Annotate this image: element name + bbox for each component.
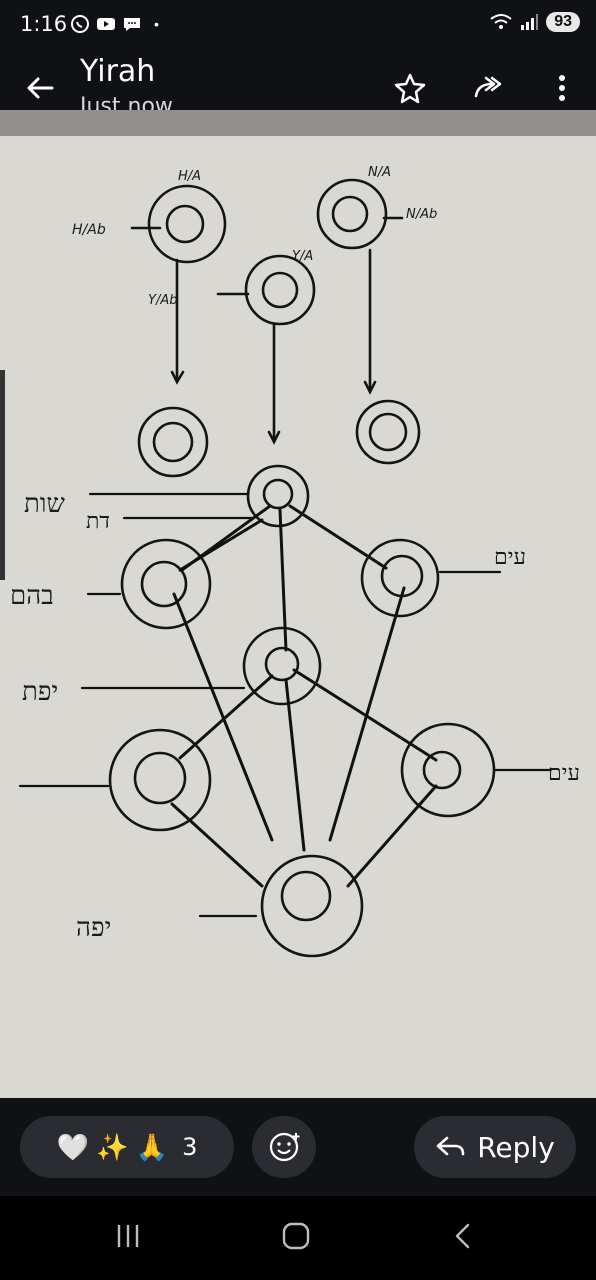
status-photo: H/Ab H/A N/A N/Ab Y/A Y/Ab שות דת בהם יפ… <box>0 110 596 1098</box>
status-time: 1:16 <box>20 12 68 36</box>
forward-icon[interactable] <box>470 70 506 106</box>
message-icon <box>124 18 140 31</box>
label-right-1: עים <box>494 545 526 570</box>
label-left-5: יפה <box>76 913 111 943</box>
more-options-icon[interactable] <box>544 70 580 106</box>
add-reaction-button[interactable] <box>252 1116 316 1178</box>
label-h-a: H/A <box>178 169 201 184</box>
reaction-count: 3 <box>182 1133 198 1161</box>
reaction-emojis: 🤍 ✨ 🙏 <box>56 1131 169 1162</box>
label-left-4: יפת <box>22 677 58 707</box>
notification-icons: • <box>70 14 159 34</box>
label-n-ab: N/Ab <box>406 207 437 222</box>
status-bar: 1:16 • 93 <box>0 0 596 50</box>
star-icon[interactable] <box>392 70 428 106</box>
more-notifications-dot: • <box>154 16 159 32</box>
whatsapp-icon <box>71 15 89 33</box>
wifi-icon <box>490 14 512 29</box>
reactions-pill[interactable]: 🤍 ✨ 🙏 3 <box>20 1116 234 1178</box>
back-arrow-icon[interactable] <box>22 70 58 106</box>
label-y-ab: Y/Ab <box>148 293 177 308</box>
battery-indicator: 93 <box>546 12 580 32</box>
reply-label: Reply <box>477 1130 555 1164</box>
label-left-2: דת <box>86 509 110 534</box>
status-right: 93 <box>490 12 580 32</box>
home-icon[interactable] <box>280 1220 312 1252</box>
add-emoji-icon <box>269 1132 300 1162</box>
reply-button[interactable]: Reply <box>414 1116 576 1178</box>
label-right-2: עים <box>548 761 580 786</box>
reaction-bar: 🤍 ✨ 🙏 3 Reply <box>0 1098 596 1178</box>
recent-apps-icon[interactable] <box>112 1220 144 1252</box>
signal-icon <box>521 14 539 30</box>
hand-drawn-tree-diagram: H/Ab H/A N/A N/Ab Y/A Y/Ab שות דת בהם יפ… <box>0 165 580 958</box>
label-left-1: שות <box>24 489 66 519</box>
nav-back-icon[interactable] <box>448 1220 480 1252</box>
label-y-a: Y/A <box>292 249 313 264</box>
label-left-3: בהם <box>10 581 54 611</box>
system-nav-bar <box>0 1196 596 1280</box>
contact-name: Yirah <box>80 54 156 89</box>
reply-icon <box>436 1136 465 1156</box>
youtube-icon <box>97 18 115 30</box>
scroll-handle[interactable] <box>0 370 5 580</box>
label-h-ab: H/Ab <box>72 222 106 238</box>
label-n-a: N/A <box>368 165 391 180</box>
